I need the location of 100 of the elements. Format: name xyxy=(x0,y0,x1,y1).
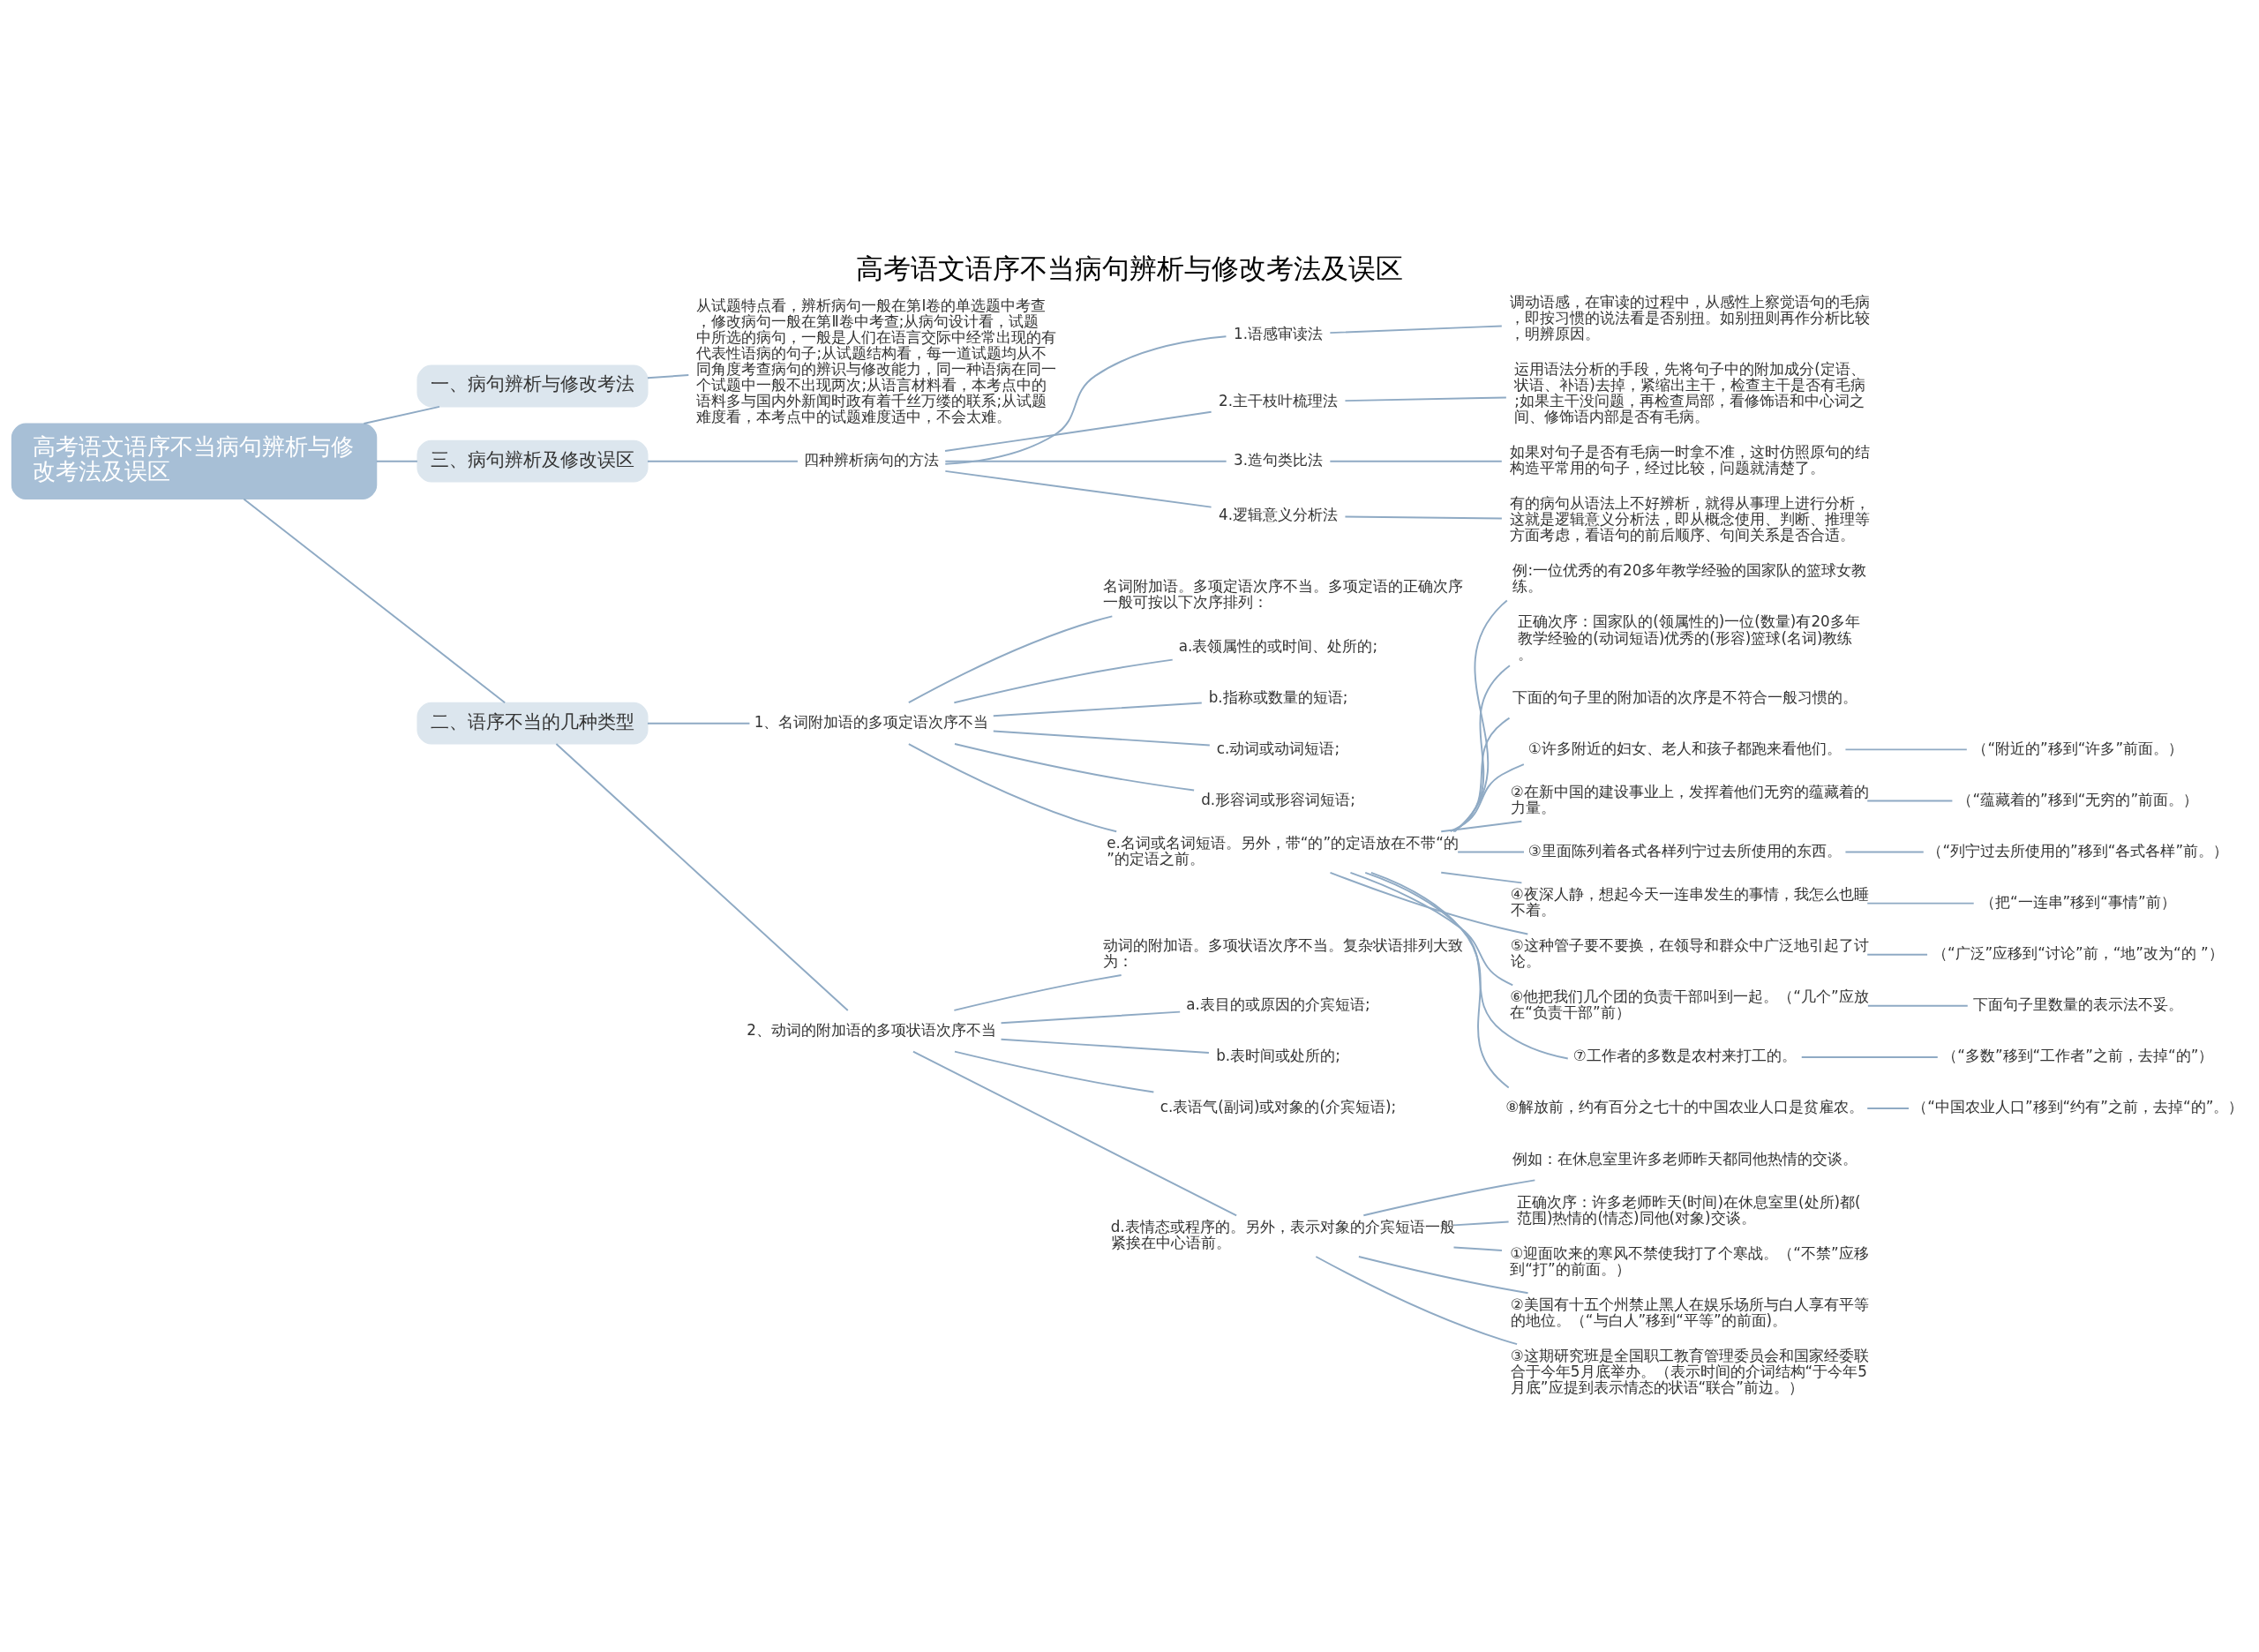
node-text: 从试题特点看，辨析病句一般在第Ⅰ卷的单选题中考查，修改病句一般在第Ⅱ卷中考查;从病句设计看，试题中所选的病句，一般是人们在语言交际中经常出现的有代表性语病的句子;从试题结构看，每一道试题均从不同角度考查病句的辨识与修改能力，同一种语病在同一个试题中一般不出现两次;从语言材料看，本考点中的语料多与国内外新闻时政有着千丝万缕的联系;从试题难度看，本考点中的试题难度适中，不会太难。 xyxy=(696,296,1057,425)
node-text: ④夜深人静，想起今天一连串发生的事情，我怎么也睡不着。 xyxy=(1510,884,1869,919)
node-text: ①迎面吹来的寒风不禁使我打了个寒战。（“不禁”应移到“打”的前面。） xyxy=(1510,1243,1869,1278)
node-box: 一、病句辨析与修改考法 xyxy=(417,364,649,407)
node-text: ③这期研究班是全国职工教育管理委员会和国家经委联合于今年5月底举办。（表示时间的介词结构“于今年5月底”应提到表示情态的状语“联合”前边。） xyxy=(1510,1346,1869,1396)
connector xyxy=(992,730,1211,746)
connector xyxy=(954,1050,1155,1093)
node-text: 正确次序：许多老师昨天(时间)在休息室里(处所)都(范围)热情的(情态)同他(对象)交谈。 xyxy=(1516,1192,1861,1227)
connector xyxy=(1866,1107,1910,1109)
node-text: （“蕴藏着的”移到“无穷的”前面。） xyxy=(1957,790,2199,808)
connector xyxy=(1866,1004,1969,1007)
node-text: 调动语感，在审读的过程中，从感性上察觉语句的毛病，即按习惯的说法看是否别扭。如别扭则再作分析比较，明辨原因。 xyxy=(1510,292,1871,342)
connector xyxy=(646,722,751,725)
node-text: 下面句子里数量的表示法不妥。 xyxy=(1972,995,2183,1013)
connector xyxy=(646,460,799,462)
connector xyxy=(1449,762,1525,832)
connector xyxy=(363,405,440,424)
connector xyxy=(1453,664,1511,832)
node-text: ②美国有十五个州禁止黑人在娱乐场所与白人享有平等的地位。（“与白人”移到“平等”的前面)。 xyxy=(1510,1295,1869,1329)
connector xyxy=(243,498,507,703)
connector xyxy=(1329,460,1503,462)
node-text: 运用语法分析的手段，先将句子中的附加成分(定语、状语、补语)去掉，紧缩出主干，检查主干是否有毛病;如果主干没问题，再检查局部，看修饰语和中心词之间、修饰语内部是否有毛病。 xyxy=(1514,359,1865,425)
node-text: ⑦工作者的多数是农村来打工的。 xyxy=(1572,1046,1797,1064)
node-text: 四种辨析病句的方法 xyxy=(804,450,940,469)
node-text: ②在新中国的建设事业上，发挥着他们无穷的蕴藏着的力量。 xyxy=(1510,782,1869,816)
node-text: b.指称或数量的短语; xyxy=(1208,687,1348,706)
node-text: a.表领属性的或时间、处所的; xyxy=(1178,636,1378,655)
connector xyxy=(907,742,1118,832)
node-text: e.名词或名词短语。另外，带“的”的定语放在不带“的”的定语之前。 xyxy=(1107,833,1459,867)
connector xyxy=(1349,871,1514,986)
connector xyxy=(1344,396,1507,402)
node-text: c.动词或动词短语; xyxy=(1216,739,1340,757)
node-text: （“中国农业人口”移到“约有”之前，去掉“的”。） xyxy=(1912,1097,2244,1115)
connector xyxy=(1000,1010,1182,1024)
node-text: a.表目的或原因的介宾短语; xyxy=(1186,995,1370,1013)
node-text: ①许多附近的妇女、老人和孩子都跑来看他们。 xyxy=(1527,739,1842,757)
connector xyxy=(1344,515,1503,519)
node-text: 4.逻辑意义分析法 xyxy=(1218,505,1338,523)
connector xyxy=(944,410,1212,452)
connector xyxy=(944,334,1227,465)
connector xyxy=(1315,1255,1519,1345)
connector xyxy=(1866,800,1954,801)
connector xyxy=(1453,598,1508,832)
connector xyxy=(1357,1255,1529,1294)
connector xyxy=(944,460,1227,462)
connector xyxy=(912,1050,1238,1216)
connector xyxy=(1844,851,1925,852)
node-text: （“多数”移到“工作者”之前，去掉“的”） xyxy=(1942,1046,2214,1064)
node-text: 1.语感审读法 xyxy=(1233,324,1323,342)
node-text: （“附近的”移到“许多”前面。） xyxy=(1972,739,2184,757)
node-text: 正确次序：国家队的(领属性的)一位(数量)有20多年教学经验的(动词短语)优秀的(形容)篮球(名词)教练。 xyxy=(1518,612,1860,663)
node-box: 二、语序不当的几种类型 xyxy=(417,702,649,745)
node-text: ③里面陈列着各式各样列宁过去所使用的东西。 xyxy=(1527,841,1842,860)
connector xyxy=(1440,871,1523,883)
node-text: 下面的句子里的附加语的次序是不符合一般习惯的。 xyxy=(1512,687,1857,706)
connector xyxy=(1844,747,1968,750)
node-box: 三、病句辨析及修改误区 xyxy=(417,439,649,483)
node-text: ⑧解放前，约有百分之七十的中国农业人口是贫雇农。 xyxy=(1505,1097,1865,1115)
connector xyxy=(1329,871,1529,935)
node-text: （把“一连串”移到“事情”前） xyxy=(1979,892,2176,911)
connector xyxy=(1452,1220,1510,1226)
connector xyxy=(1329,325,1503,334)
node-text: b.表时间或处所的; xyxy=(1216,1046,1340,1064)
node-text: 例如：在休息室里许多老师昨天都同他热情的交谈。 xyxy=(1512,1149,1857,1168)
node-text: ⑤这种管子要不要换，在领导和群众中广泛地引起了讨论。 xyxy=(1510,935,1869,970)
node-text: 3.造句类比法 xyxy=(1233,450,1323,469)
connector xyxy=(1800,1055,1939,1058)
connector xyxy=(555,742,849,1011)
connector xyxy=(953,658,1174,703)
connector xyxy=(375,460,418,462)
connector xyxy=(1866,953,1929,956)
connector xyxy=(1440,820,1523,832)
node-text: 例:一位优秀的有20多年教学经验的国家队的篮球女教练。 xyxy=(1512,560,1867,595)
connector xyxy=(1452,717,1511,832)
connector xyxy=(992,702,1203,717)
node-text: 动词的附加语。多项状语次序不当。复杂状语排列大致为： xyxy=(1103,935,1464,970)
node-text: d.形容词或形容词短语; xyxy=(1201,790,1355,808)
node-text: （“广泛”应移到“讨论”前，“地”改为“的 ”） xyxy=(1932,943,2224,962)
connector xyxy=(1362,1178,1536,1216)
connector xyxy=(907,614,1114,703)
node-text: 有的病句从语法上不好辨析，就得从事理上进行分析，这就是逻辑意义分析法，即从概念使用、判断、推理等方面考虑，看语句的前后顺序、句间关系是否合适。 xyxy=(1510,493,1871,544)
diagram-title: 高考语文语序不当病句辨析与修改考法及误区 xyxy=(856,252,1403,284)
connector xyxy=(1866,902,1975,905)
connector xyxy=(944,469,1212,508)
connector xyxy=(1457,851,1525,852)
node-box: 高考语文语序不当病句辨析与修改考法及误区 xyxy=(11,422,378,499)
connector xyxy=(1452,1245,1503,1251)
node-text: （“列宁过去所使用的”移到“各式各样”前。） xyxy=(1927,841,2229,860)
node-text: ⑥他把我们几个团的负责干部叫到一起。（“几个”应放在“负责干部”前） xyxy=(1510,987,1869,1021)
connector xyxy=(953,973,1122,1011)
node-text: 2、动词的附加语的多项状语次序不当 xyxy=(747,1020,996,1039)
node-text: c.表语气(副词)或对象的(介宾短语); xyxy=(1160,1097,1397,1115)
node-text: 如果对句子是否有毛病一时拿不准，这时仿照原句的结构造平常用的句子，经过比较，问题就清楚了。 xyxy=(1510,442,1871,477)
connector xyxy=(1370,871,1510,1088)
connector xyxy=(646,373,690,379)
connector xyxy=(1364,871,1569,1059)
node-text: 2.主干枝叶梳理法 xyxy=(1218,391,1338,409)
node-text: 1、名词附加语的多项定语次序不当 xyxy=(754,712,989,731)
node-text: 名词附加语。多项定语次序不当。多项定语的正确次序一般可按以下次序排列： xyxy=(1103,576,1464,611)
connector xyxy=(954,742,1196,792)
